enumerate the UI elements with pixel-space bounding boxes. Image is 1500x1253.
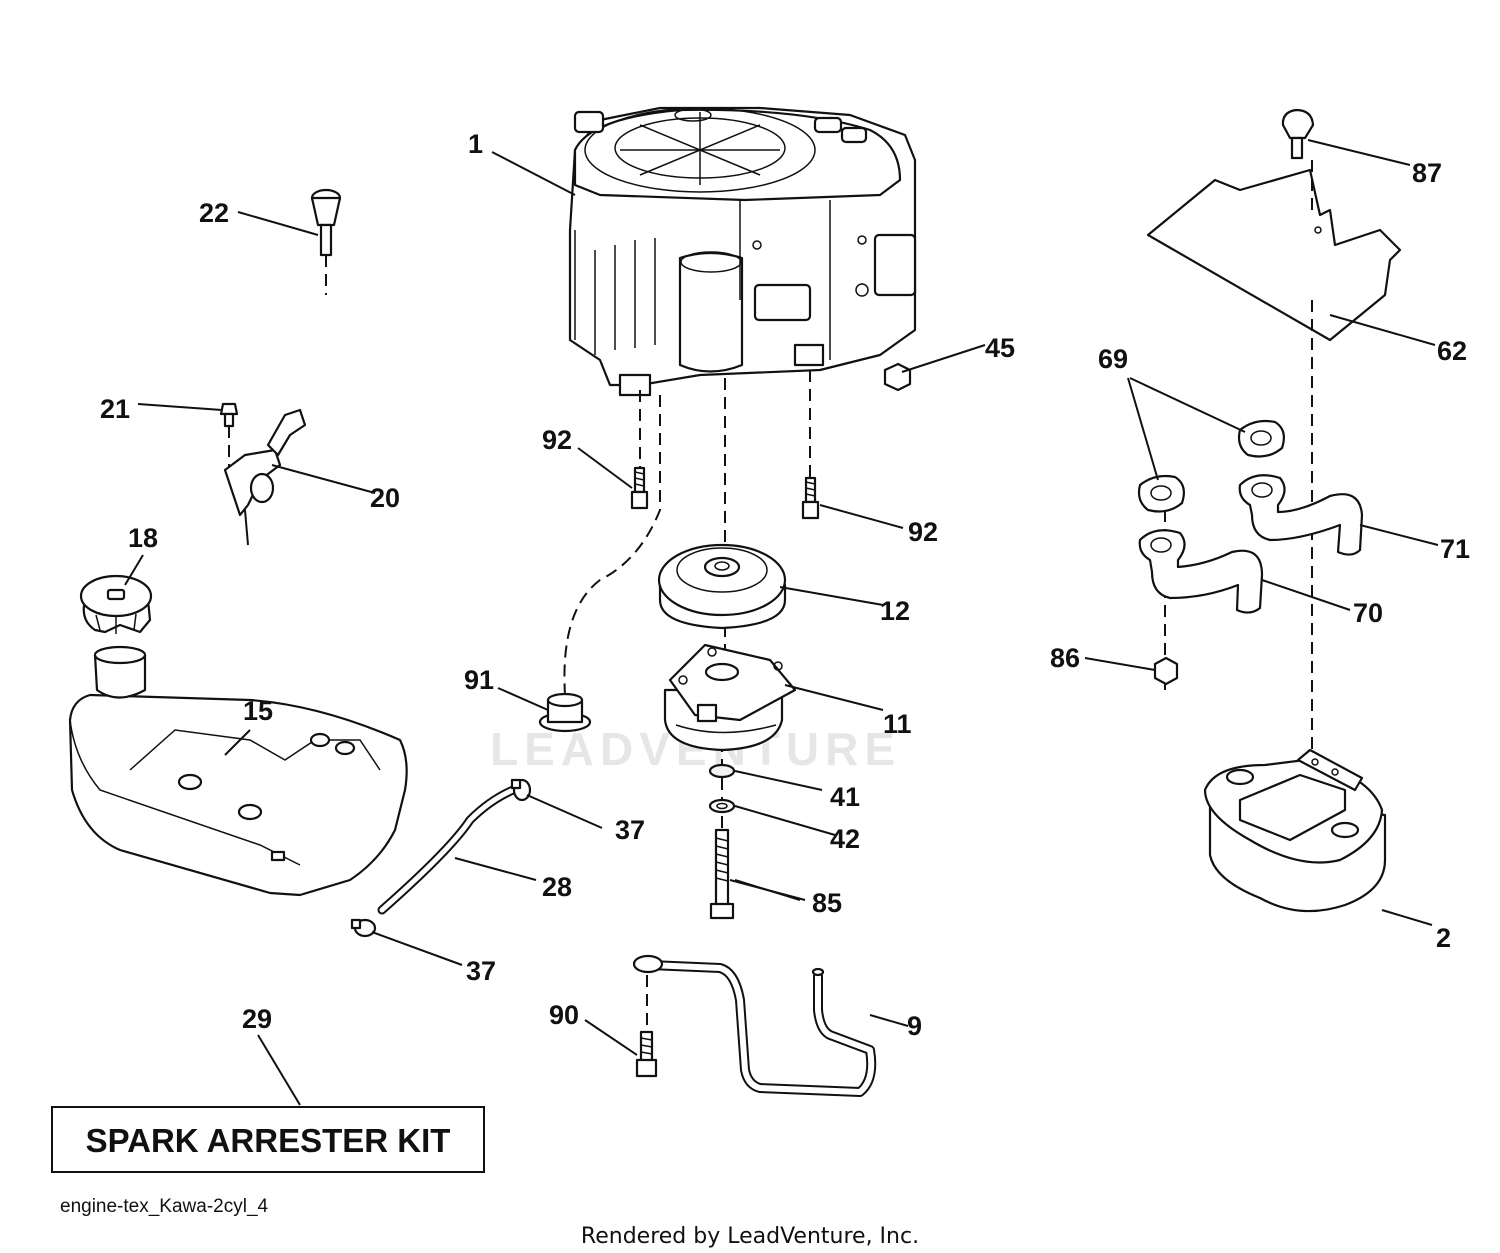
- pto-clutch-part[interactable]: [663, 643, 797, 752]
- clutch-bolt-part[interactable]: [709, 828, 735, 920]
- hose-clamp-lower-part[interactable]: [350, 918, 377, 938]
- engine-bolt-left-part[interactable]: [630, 466, 649, 510]
- callout-18: 18: [128, 523, 158, 553]
- grommet-part[interactable]: [538, 692, 592, 733]
- exhaust-nut-part[interactable]: [1153, 656, 1179, 686]
- washer-41-part[interactable]: [708, 763, 736, 779]
- callout-42: 42: [830, 824, 860, 854]
- muffler-part[interactable]: [1203, 748, 1387, 913]
- callout-71: 71: [1440, 534, 1470, 564]
- bracket-eye-part: [632, 954, 664, 974]
- callout-22: 22: [199, 198, 229, 228]
- callout-37-upper: 37: [615, 815, 645, 845]
- heat-shield-knob-part[interactable]: [1281, 108, 1315, 160]
- callout-91: 91: [464, 665, 494, 695]
- leader-lines: [124, 139, 1439, 1106]
- fuel-line-routing: [563, 395, 661, 696]
- callout-37-lower: 37: [466, 956, 496, 986]
- callout-29: 29: [242, 1004, 272, 1034]
- callout-45: 45: [985, 333, 1015, 363]
- footer-credit: Rendered by LeadVenture, Inc.: [581, 1224, 919, 1249]
- bracket-bolt-part[interactable]: [635, 1030, 658, 1078]
- callout-9: 9: [907, 1011, 922, 1041]
- exhaust-pipe-70-part[interactable]: [1138, 529, 1264, 614]
- callout-92-left: 92: [542, 425, 572, 455]
- spark-arrester-kit-box[interactable]: [51, 1106, 485, 1173]
- callout-62: 62: [1437, 336, 1467, 366]
- callout-41: 41: [830, 782, 860, 812]
- callout-70: 70: [1353, 598, 1383, 628]
- exhaust-gasket-lower-part[interactable]: [1137, 474, 1185, 513]
- callout-87: 87: [1412, 158, 1442, 188]
- callout-20: 20: [370, 483, 400, 513]
- exhaust-gasket-upper-part[interactable]: [1237, 419, 1285, 458]
- throttle-bolt-part[interactable]: [219, 402, 239, 428]
- callout-1: 1: [468, 129, 483, 159]
- engine-part[interactable]: [568, 106, 917, 397]
- diagram-reference: engine-tex_Kawa-2cyl_4: [60, 1196, 269, 1217]
- cable-nut-part[interactable]: [883, 344, 986, 392]
- callout-86: 86: [1050, 643, 1080, 673]
- callout-2: 2: [1436, 923, 1451, 953]
- heat-shield-part[interactable]: [1146, 168, 1402, 342]
- choke-knob-part[interactable]: [310, 188, 342, 257]
- callout-21: 21: [100, 394, 130, 424]
- callout-12: 12: [880, 596, 910, 626]
- callout-15: 15: [243, 696, 273, 726]
- bracket-end-part: [811, 967, 825, 977]
- callout-11: 11: [883, 709, 912, 739]
- spark-arrester-kit-label: SPARK ARRESTER KIT: [86, 1122, 451, 1159]
- callout-28: 28: [542, 872, 572, 902]
- fuel-tank-part[interactable]: [68, 645, 408, 897]
- engine-bolt-right-part[interactable]: [801, 476, 820, 520]
- washer-42-part[interactable]: [708, 798, 736, 814]
- callout-69: 69: [1098, 344, 1128, 374]
- hose-clamp-upper-part[interactable]: [510, 778, 532, 802]
- fuel-cap-part[interactable]: [79, 574, 153, 634]
- callout-85: 85: [812, 888, 842, 918]
- callout-92-right: 92: [908, 517, 938, 547]
- callout-90: 90: [549, 1000, 579, 1030]
- bracket-rod-part[interactable]: [649, 960, 877, 1097]
- exhaust-pipe-71-part[interactable]: [1238, 474, 1364, 556]
- pulley-part[interactable]: [657, 543, 787, 630]
- throttle-control-part[interactable]: [223, 408, 307, 546]
